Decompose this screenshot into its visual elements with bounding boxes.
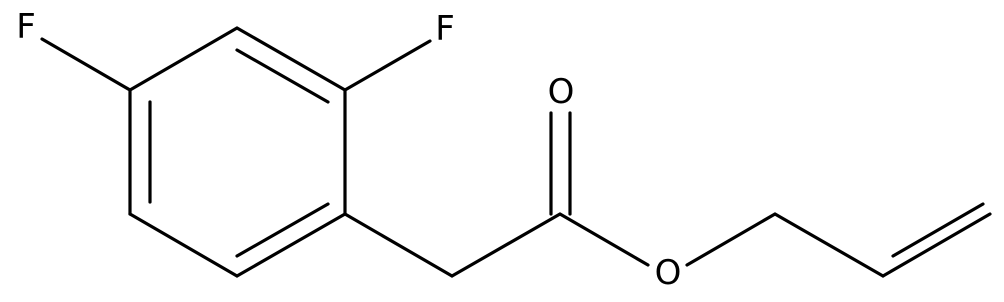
bond-ring-c1-c2-inner — [235, 48, 330, 104]
bond-c-f-ortho — [343, 39, 432, 92]
bond-vinyl-double-a — [881, 212, 992, 278]
bond-ring-c6-c1 — [128, 26, 239, 92]
atom-label-fluorine-ortho: F — [435, 9, 455, 49]
bond-carbonyl-c-o-ester — [558, 212, 650, 267]
bond-vinyl-double-b — [891, 202, 985, 258]
bond-o-ester-ch2 — [685, 212, 777, 267]
bond-ring-c3-c4-inner — [235, 202, 330, 258]
bond-ring-ch2 — [343, 212, 454, 278]
atom-label-oxygen-carbonyl: O — [548, 72, 575, 112]
bond-ch2-ch — [773, 212, 885, 278]
benzene-ring — [128, 26, 347, 278]
bond-ch2-carbonyl-c — [450, 212, 562, 278]
bond-ring-c3-c4 — [235, 212, 347, 278]
atom-label-oxygen-ester: O — [655, 253, 682, 293]
bond-ring-c1-c2 — [235, 26, 347, 92]
bond-c-f-para — [40, 37, 132, 92]
bond-ring-c4-c5 — [128, 212, 239, 278]
atom-label-fluorine-para: F — [16, 7, 36, 47]
